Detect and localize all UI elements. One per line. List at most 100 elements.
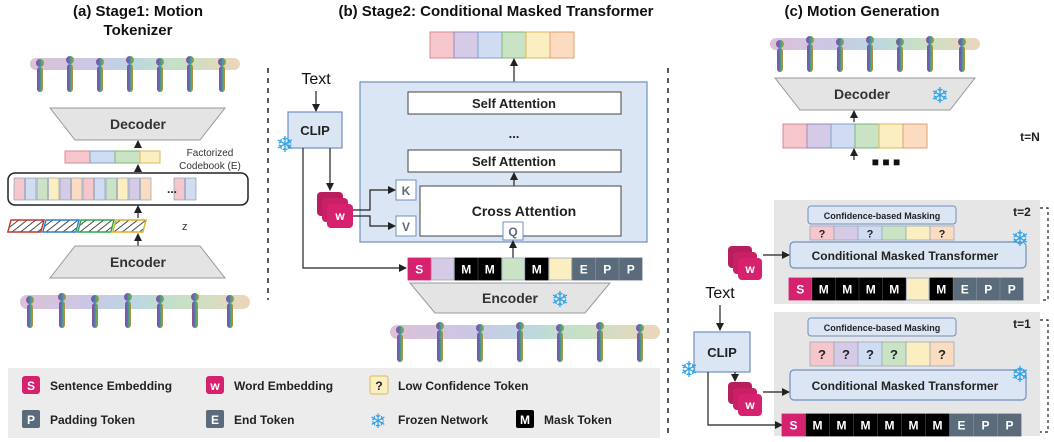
word-embedding-stack-c1: w (728, 382, 762, 416)
token-t1-cell (925, 413, 950, 437)
codebook-big-a: ... (7, 172, 249, 206)
question-token-row-t2: ??? (809, 225, 955, 241)
codebook-cell (140, 177, 152, 201)
token-t2-cell (906, 277, 930, 301)
snowflake-icon: ❄ (370, 411, 387, 433)
token-t2-label: M (889, 283, 899, 297)
token-t2-cell (812, 277, 836, 301)
token-t1-label: E (957, 419, 965, 433)
clip-box-c (693, 331, 751, 373)
token-t1-label: S (789, 419, 797, 433)
token-t2-cell (788, 277, 812, 301)
q-t1-label: ? (890, 347, 898, 362)
token-b-cell (407, 257, 431, 281)
text-label-b: Text (301, 71, 331, 88)
token-t2-label: M (819, 283, 829, 297)
codebook-small-a (64, 150, 161, 164)
legend-w-glyph: w (209, 379, 220, 393)
text-label-c: Text (705, 285, 735, 302)
v-label: V (402, 220, 410, 234)
motion-figures-bottom-a (20, 293, 250, 328)
token-t1-label: M (813, 419, 823, 433)
token-t2-cell (882, 277, 906, 301)
encoder-b-label: Encoder (482, 290, 539, 306)
token-b-label: P (627, 263, 635, 277)
t-1-label: t=1 (1013, 317, 1031, 331)
panel-b: (b) Stage2: Conditional Masked Transform… (276, 3, 660, 362)
token-b-label: M (461, 263, 471, 277)
token-b-label: M (532, 263, 542, 277)
arrow-w-to-k (353, 186, 396, 211)
token-t1-label: P (1005, 419, 1013, 433)
question-token-row-t1: ????? (809, 341, 955, 367)
legend-m-label: Mask Token (544, 413, 612, 427)
snowflake-icon: ❄ (276, 132, 294, 157)
codebook-cell (105, 177, 117, 201)
legend-e-glyph: E (211, 413, 219, 427)
cmt-box-t2 (789, 241, 1027, 269)
codebook-cell (128, 177, 140, 201)
q-t2-cell (929, 225, 955, 241)
q-t2-cell (833, 225, 859, 241)
token-t1-cell (997, 413, 1022, 437)
loop-bracket-t2 (1040, 207, 1049, 301)
codebook-cell (185, 177, 197, 201)
token-t2-cell (953, 277, 977, 301)
word-embedding-stack-c2: w (728, 246, 762, 280)
legend-s-label: Sentence Embedding (50, 379, 172, 393)
decoder-c: Decoder ❄ (773, 77, 977, 111)
cmt-label-t2: Conditional Masked Transformer (812, 249, 999, 263)
token-b-cell (454, 257, 478, 281)
q-t2-cell (881, 225, 907, 241)
cmt-label-t1: Conditional Masked Transformer (812, 379, 999, 393)
token-b-cell (525, 257, 549, 281)
q-t1-cell (905, 341, 931, 367)
legend: S Sentence Embedding w Word Embedding ? … (8, 368, 660, 438)
w-label-b: w (334, 209, 345, 223)
q-label: Q (508, 225, 517, 239)
codebook-label-line2: Codebook (E) (179, 161, 241, 172)
q-t1-cell (833, 341, 859, 367)
t-n-label: t=N (1020, 130, 1040, 144)
token-b-cell (478, 257, 502, 281)
motion-figures-c (770, 36, 980, 72)
q-t2-label: ? (939, 229, 946, 241)
token-b-cell (548, 257, 572, 281)
legend-q-glyph: ? (375, 379, 382, 393)
snowflake-icon: ❄ (1011, 362, 1029, 387)
token-t1-label: P (981, 419, 989, 433)
snowflake-icon: ❄ (1011, 226, 1029, 251)
token-t2-label: S (796, 283, 804, 297)
token-t2-cell (976, 277, 1000, 301)
token-t1-cell (781, 413, 806, 437)
confidence-masking-box-t1 (807, 317, 957, 337)
arrow-w-to-v (353, 215, 396, 230)
legend-p-glyph: P (27, 413, 35, 427)
token-t1-label: M (861, 419, 871, 433)
codebook-cell (25, 177, 37, 201)
legend-s-glyph: S (27, 379, 35, 393)
panel-a: (a) Stage1: Motion Tokenizer Decoder (6, 3, 250, 328)
token-b-cell (501, 257, 525, 281)
self-attention-1-label: Self Attention (472, 96, 556, 111)
confidence-masking-label-t1: Confidence-based Masking (824, 323, 941, 333)
legend-e-label: End Token (234, 413, 294, 427)
token-t2-cell (835, 277, 859, 301)
token-t1-label: M (909, 419, 919, 433)
codebook-cell (117, 177, 129, 201)
w-label-c2: w (744, 262, 755, 276)
token-t1-cell (901, 413, 926, 437)
codebook-label-line1: Factorized (187, 148, 234, 159)
legend-p-label: Padding Token (50, 413, 135, 427)
token-t2-cell (859, 277, 883, 301)
token-t2-label: P (1008, 283, 1016, 297)
motion-figures-top-a (30, 56, 240, 92)
z-label: z (182, 221, 188, 233)
token-b-cell (619, 257, 643, 281)
word-embedding-stack-b: w (317, 192, 353, 228)
k-box (395, 179, 417, 201)
q-t1-cell (929, 341, 955, 367)
token-t2-label: E (961, 283, 969, 297)
